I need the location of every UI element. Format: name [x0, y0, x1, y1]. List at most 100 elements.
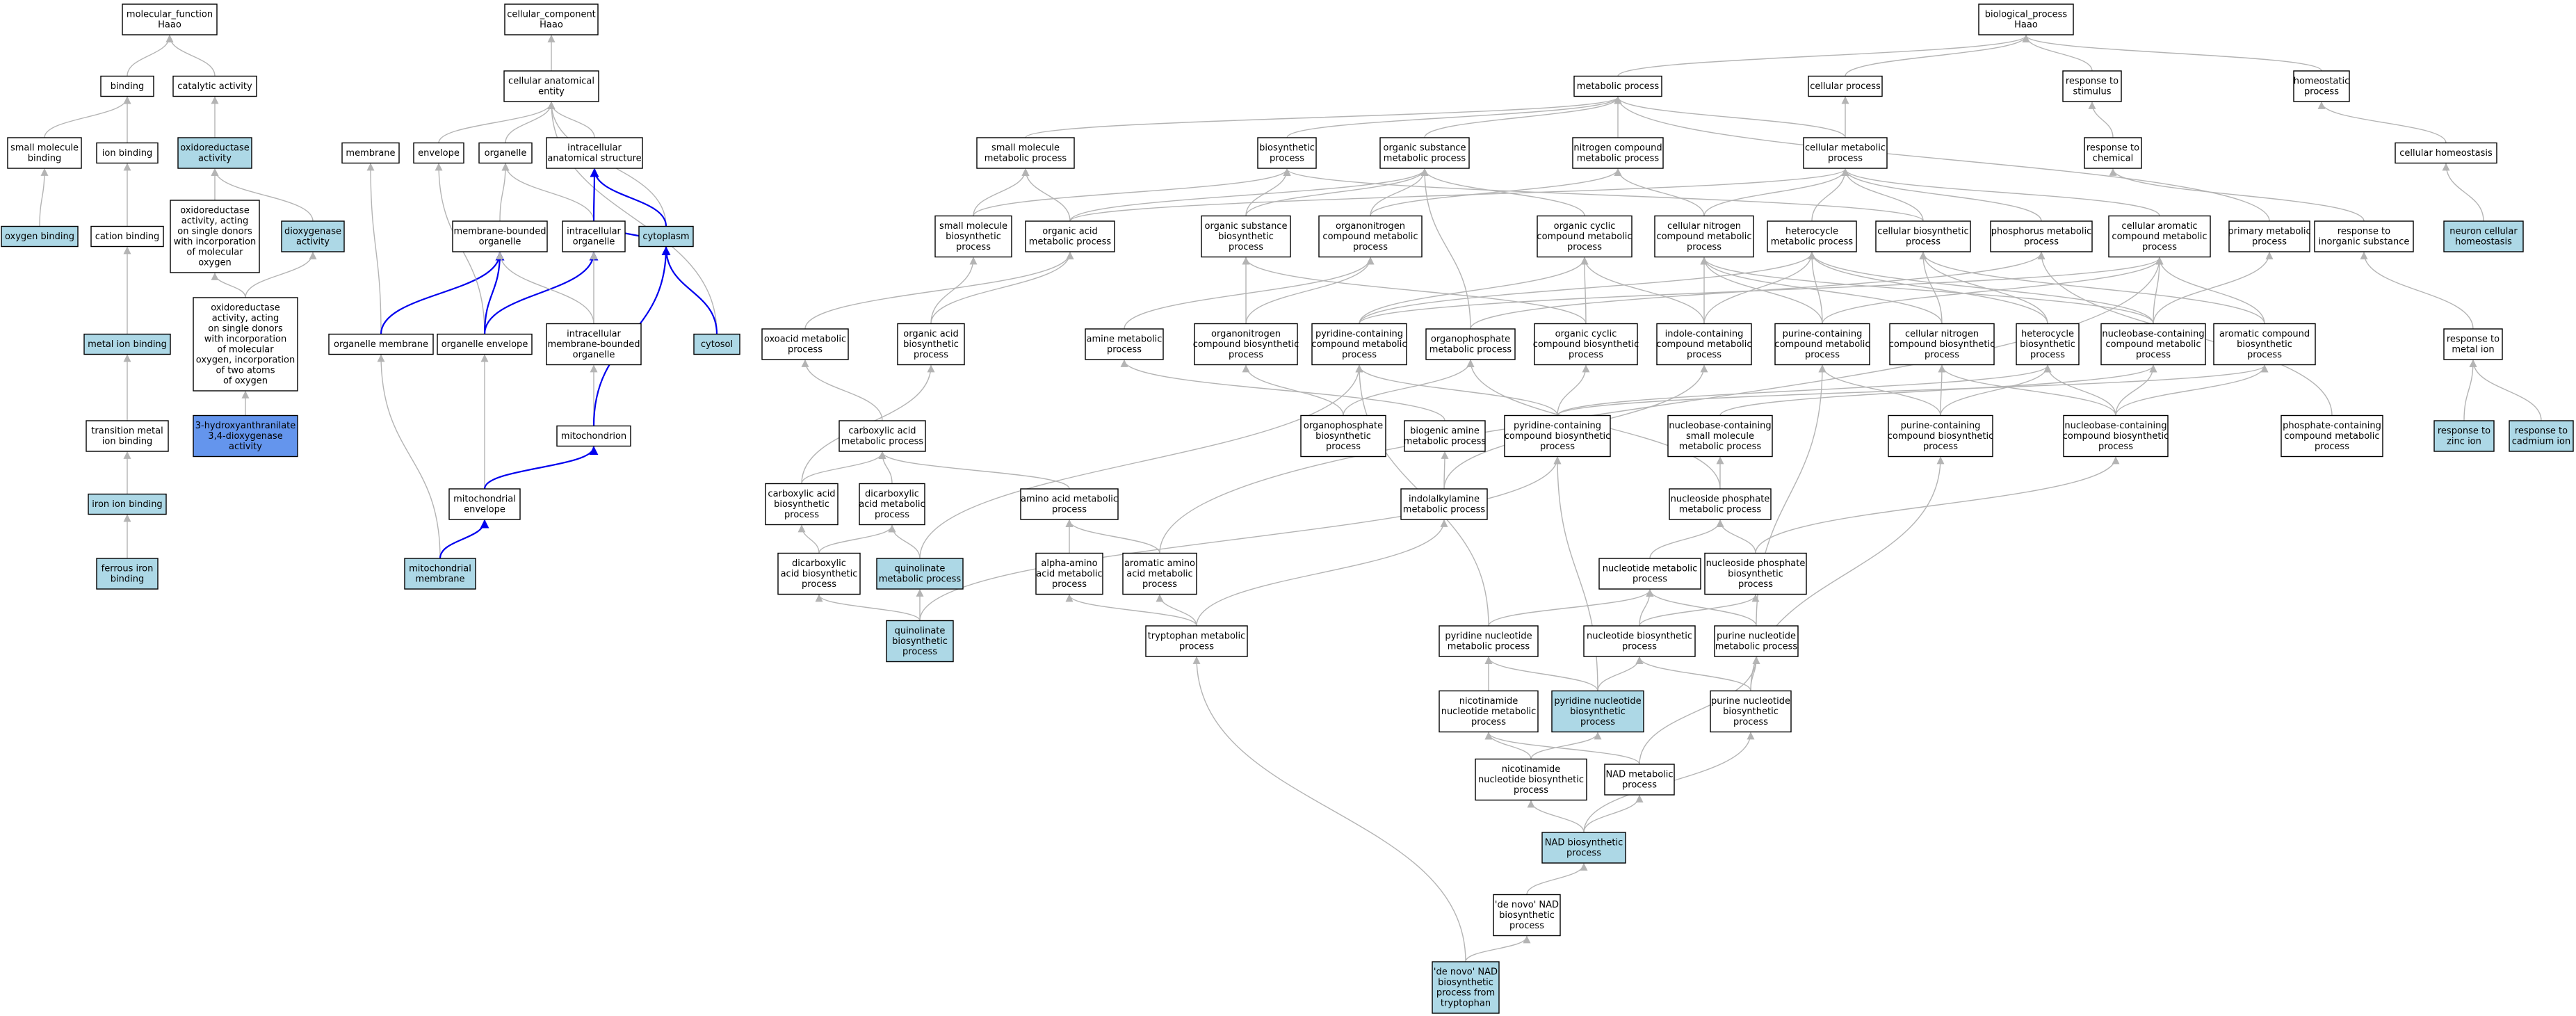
term-label-line: metabolic process	[841, 437, 924, 447]
term-label-line: binding	[111, 574, 144, 585]
edge-nucleoside-phos-biosyn-to-nucleobase-cont-biosyn	[1755, 456, 2120, 554]
term-label-line: mitochondrial	[409, 564, 471, 574]
term-box	[1439, 690, 1539, 733]
term-label-line: process	[1342, 350, 1377, 360]
term-box	[1978, 3, 2074, 35]
term-label-line: process	[1567, 242, 1602, 252]
edge-organophosphate-metab-to-org-subst-metab	[1420, 168, 1471, 330]
term-label-line: aromatic compound	[2219, 329, 2310, 339]
go-term-envelope: envelope	[413, 142, 464, 164]
edge-org-envelope-to-io	[483, 251, 599, 334]
term-label-line: stimulus	[2073, 87, 2111, 97]
term-label-line: activity, acting	[212, 314, 280, 324]
edge-resp-chemical-to-resp-stimulus	[2088, 101, 2114, 138]
term-label-line: metabolic process	[1771, 237, 1854, 248]
edge-carboxylic-metab-to-oxoacid-metab	[801, 359, 883, 421]
term-box	[1379, 137, 1470, 169]
term-label-line: process	[1923, 442, 1958, 452]
term-box	[1201, 215, 1291, 258]
term-label-line: envelope	[464, 505, 505, 515]
term-label-line: process	[2304, 87, 2339, 97]
term-box	[638, 225, 694, 248]
term-box	[1714, 625, 1799, 657]
term-label-line: on single donors	[208, 324, 283, 334]
term-label-line: compound metabolic	[1537, 232, 1632, 242]
edge-org-membrane-to-membrane	[366, 163, 382, 334]
term-label-line: anatomical structure	[547, 154, 641, 164]
term-box	[1122, 552, 1197, 595]
term-label-line: organic cyclic	[1554, 221, 1616, 232]
term-box	[2108, 215, 2211, 258]
edge-nucleobase-cont-biosyn-to-heterocycle-biosyn	[2043, 364, 2116, 416]
term-box	[88, 493, 167, 515]
term-label-line: ion binding	[102, 437, 152, 447]
term-box	[504, 3, 599, 35]
edge-indole-metab-to-org-cyclic-metab	[1580, 257, 1705, 324]
term-box	[2314, 220, 2414, 252]
term-label-line: oxidoreductase	[180, 143, 250, 154]
edge-org-subst-metab-to-metabolic	[1424, 96, 1622, 138]
term-label-line: mitochondrion	[561, 431, 626, 442]
term-box	[281, 220, 345, 252]
term-box	[2213, 323, 2316, 366]
term-label-line: pyridine nucleotide	[1554, 696, 1641, 707]
term-label-line: process	[1580, 717, 1615, 727]
edge-org-cyclic-metab-to-org-subst-metab	[1420, 168, 1585, 216]
term-label-line: membrane-bounded	[453, 227, 546, 237]
term-label-line: biosynthetic	[946, 232, 1001, 242]
edge-sm-metab-to-metabolic	[1025, 96, 1622, 138]
term-box	[1990, 220, 2093, 252]
term-box	[172, 75, 257, 97]
term-label-line: quinolinate	[895, 564, 946, 574]
term-label-line: compound biosynthetic	[2063, 431, 2169, 442]
term-label-line: cellular_component	[507, 10, 596, 20]
edge-pyridine-cont-metab-to-org-cyclic-metab	[1359, 257, 1589, 324]
term-box	[1604, 764, 1675, 796]
edge-oxygen-binding-to-sm-binding	[39, 168, 49, 227]
term-label-line: activity	[296, 237, 330, 248]
edge-organophosphate-biosyn-to-organophosphate-metab	[1343, 359, 1475, 416]
term-label-line: entity	[538, 87, 565, 97]
term-box	[1432, 961, 1500, 1014]
edge-nucleobase-cont-biosyn-to-aromatic-biosyn	[2115, 364, 2269, 416]
edge-cell-nitrogen-metab-to-cell-metab	[1703, 168, 1849, 216]
term-label-line: mitochondrial	[453, 494, 516, 505]
go-term-org-membrane: organelle membrane	[328, 333, 434, 355]
term-box	[765, 483, 839, 526]
term-box	[1889, 323, 1995, 366]
edge-ias-to-cae	[547, 101, 595, 138]
term-label-line: small molecule	[939, 221, 1007, 232]
term-label-line: tryptophan	[1441, 999, 1491, 1009]
term-label-line: process	[2098, 442, 2133, 452]
edge-imbo-to-mbo	[496, 251, 594, 324]
term-label-line: envelope	[418, 148, 460, 159]
term-label-line: metabolic process	[985, 154, 1067, 164]
edge-catalytic-to-mf-root	[165, 34, 216, 76]
term-label-line: NAD biosynthetic	[1545, 838, 1623, 848]
term-label-line: organonitrogen	[1336, 221, 1405, 232]
term-label-line: process	[1179, 642, 1214, 652]
edge-cell-biosyn-to-biosynthetic	[1283, 168, 1924, 222]
term-label-line: cation binding	[95, 232, 160, 242]
term-box	[1025, 220, 1115, 252]
term-label-line: catalytic activity	[177, 81, 252, 92]
term-label-line: activity	[229, 442, 262, 452]
term-label-line: aromatic amino	[1124, 558, 1195, 569]
term-label-line: organic cyclic	[1555, 329, 1617, 339]
term-label-line: organophosphate	[1431, 334, 1510, 345]
